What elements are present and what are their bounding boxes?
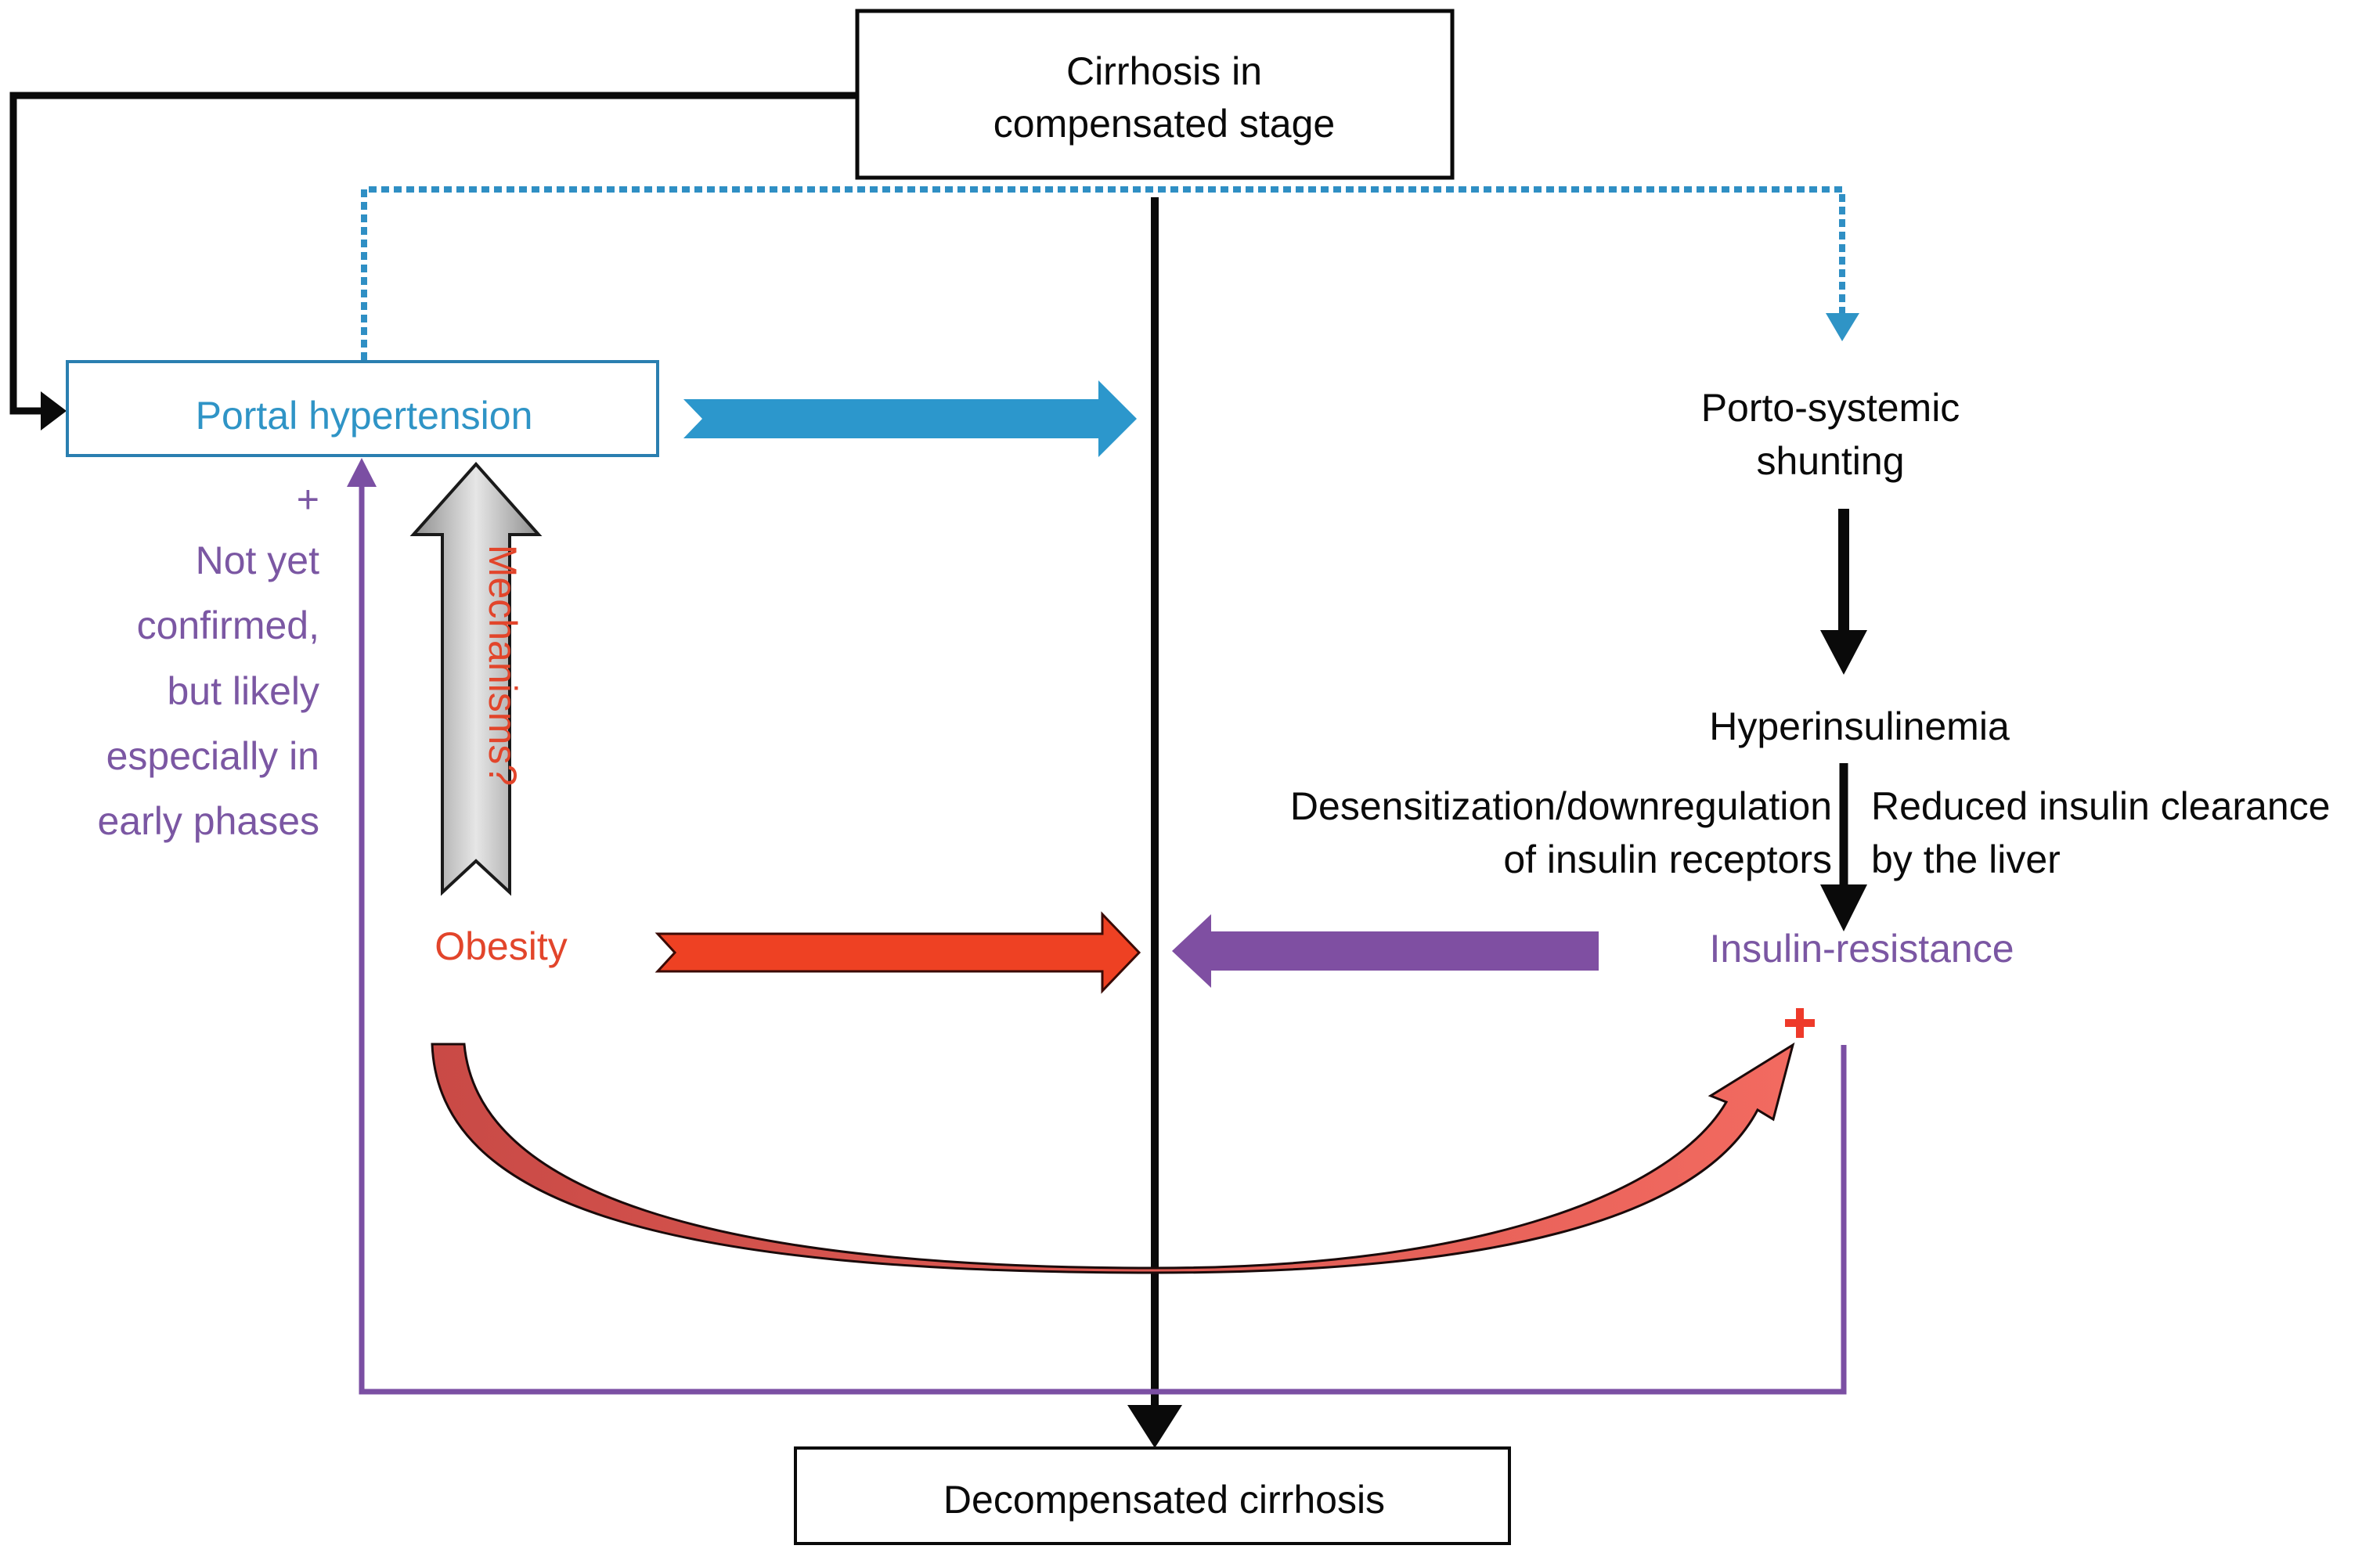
- arrowhead-icon: [1820, 630, 1867, 675]
- not-confirmed-line1: Not yet: [196, 539, 320, 582]
- not-confirmed-line4: especially in: [106, 734, 319, 778]
- arrowhead-icon: [1820, 884, 1867, 931]
- compensated-line1: Cirrhosis in: [1066, 49, 1262, 93]
- arrowhead-icon: [347, 458, 377, 487]
- shunting-to-hyperinsulinemia-arrow: [1820, 509, 1867, 675]
- purple-feedback-loop: [347, 458, 1847, 1395]
- mechanisms-label: Mechanisms?: [481, 545, 525, 786]
- portal-to-shunting-dotted-connector: [361, 186, 1859, 360]
- not-confirmed-line2: confirmed,: [137, 603, 319, 647]
- porto-systemic-line1: Porto-systemic: [1701, 386, 1960, 430]
- portal-hypertension-label: Portal hypertension: [196, 394, 533, 438]
- plus-sign-red-icon: [1785, 1008, 1815, 1038]
- main-progression-line: [1127, 197, 1182, 1448]
- obesity-to-insulin-resistance-curved-arrow: [431, 1042, 1795, 1274]
- desensitization-line1: Desensitization/downregulation: [1290, 784, 1832, 828]
- arrowhead-icon: [41, 391, 67, 430]
- reduced-clearance-line1: Reduced insulin clearance: [1871, 784, 2330, 828]
- not-confirmed-line5: early phases: [98, 799, 320, 843]
- reduced-clearance-line2: by the liver: [1871, 838, 2061, 881]
- obesity-label: Obesity: [435, 924, 568, 968]
- porto-systemic-line2: shunting: [1756, 439, 1904, 483]
- hyperinsulinemia-to-resistance-arrow: [1820, 763, 1867, 931]
- hyperinsulinemia-label: Hyperinsulinemia: [1709, 704, 2010, 748]
- node-compensated-cirrhosis: Cirrhosis in compensated stage: [855, 9, 1455, 180]
- node-portal-hypertension: Portal hypertension: [66, 360, 659, 457]
- portal-to-main-arrow: [683, 380, 1137, 457]
- arrowhead-icon: [1127, 1405, 1182, 1448]
- desensitization-line2: of insulin receptors: [1503, 838, 1832, 881]
- node-decompensated-cirrhosis: Decompensated cirrhosis: [794, 1446, 1511, 1545]
- insulin-resistance-to-main-arrow: [1172, 914, 1599, 988]
- compensated-line2: compensated stage: [993, 102, 1335, 146]
- arrowhead-icon: [1826, 313, 1859, 341]
- mechanisms-arrow: Mechanisms?: [409, 461, 543, 896]
- compensated-to-portal-connector: [9, 92, 857, 430]
- not-confirmed-line3: but likely: [167, 669, 319, 713]
- decompensated-label: Decompensated cirrhosis: [943, 1478, 1385, 1522]
- insulin-resistance-label: Insulin-resistance: [1709, 927, 2014, 971]
- plus-sign-purple: +: [297, 477, 319, 521]
- obesity-to-main-arrow: [654, 911, 1141, 994]
